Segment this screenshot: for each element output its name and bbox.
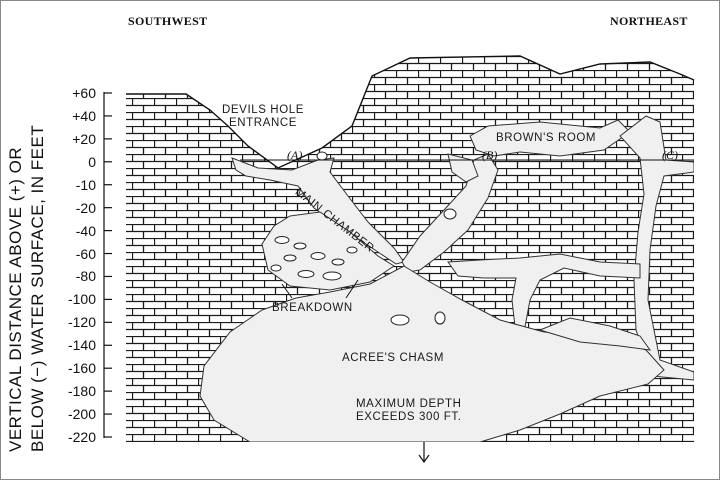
y-tick-label: -200 [67, 406, 96, 423]
y-tick-label: -120 [67, 314, 96, 331]
y-tick-label: +40 [72, 107, 96, 124]
rock-mass [126, 56, 694, 442]
y-axis-tick-marks [104, 92, 112, 438]
y-tick-label: -20 [75, 199, 96, 216]
label-browns-room: BROWN'S ROOM [496, 132, 597, 144]
y-tick-label: -10 [75, 176, 96, 193]
label-entrance: DEVILS HOLE ENTRANCE [222, 104, 305, 129]
ground-surface-line [126, 55, 695, 169]
point-b-label: (B) [482, 148, 498, 162]
label-max-depth: MAXIMUM DEPTH EXCEEDS 300 FT. [356, 398, 462, 423]
point-a-label: (A) [287, 148, 303, 162]
y-tick-label: -180 [67, 383, 96, 400]
y-tick-label: -220 [67, 429, 96, 445]
y-tick-label: +60 [72, 85, 96, 101]
point-c-label: (C) [662, 148, 678, 162]
direction-southwest: SOUTHWEST [128, 14, 208, 28]
y-tick-label: -140 [67, 337, 96, 354]
y-tick-label: 0 [88, 153, 96, 170]
direction-northeast: NORTHEAST [610, 14, 688, 28]
y-tick-label: -60 [75, 245, 96, 262]
y-tick-label: +20 [72, 130, 96, 147]
cave-voids [199, 115, 694, 442]
y-tick-label: -80 [75, 268, 96, 285]
label-breakdown: BREAKDOWN [272, 302, 353, 314]
y-tick-label: -100 [67, 291, 96, 308]
y-tick-label: -160 [67, 360, 96, 377]
breakdown-boulders [270, 151, 457, 326]
y-tick-label: -40 [75, 222, 96, 239]
label-acrees-chasm: ACREE'S CHASM [342, 352, 445, 364]
down-arrow-icon [418, 442, 430, 464]
